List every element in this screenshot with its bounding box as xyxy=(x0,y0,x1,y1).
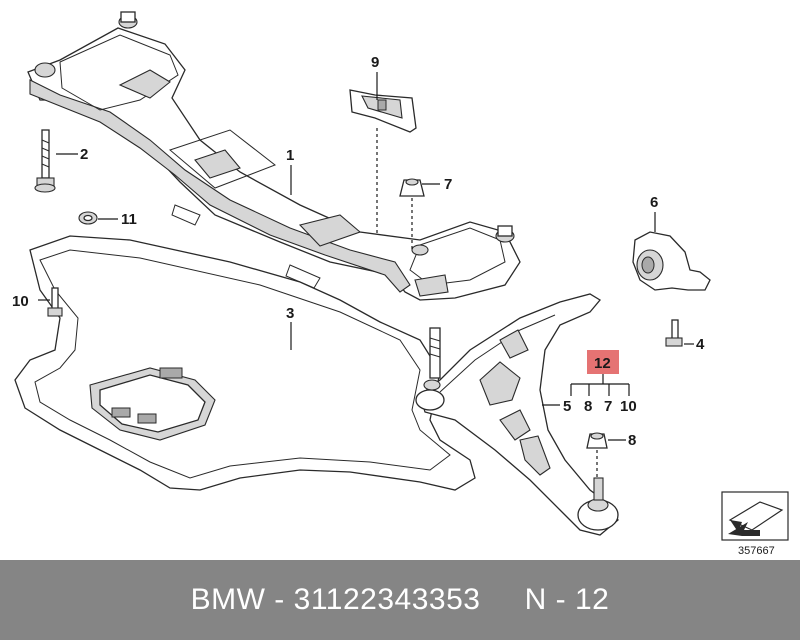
callout-12: 12 xyxy=(594,355,611,372)
parts-diagram: 1 2 3 4 5 6 7 7 8 8 9 10 10 11 12 357667 xyxy=(12,11,789,557)
callout-8-group: 8 xyxy=(584,398,592,415)
reinforcement-plate-part xyxy=(14,235,476,491)
callout-7-group: 7 xyxy=(604,398,612,415)
callout-9: 9 xyxy=(371,54,379,71)
callout-2: 2 xyxy=(80,146,88,163)
position-label: N - 12 xyxy=(524,583,610,616)
axle-carrier-part xyxy=(27,11,521,301)
washer-part-11 xyxy=(78,211,98,225)
highlight-box xyxy=(587,350,619,374)
control-arm-part xyxy=(415,293,619,536)
rubber-mount-part xyxy=(632,231,711,291)
callout-8: 8 xyxy=(628,432,636,449)
callout-10-group: 10 xyxy=(620,398,637,415)
orientation-arrow-icon xyxy=(721,491,789,541)
bolt-part-4 xyxy=(665,319,683,347)
brand-label: BMW xyxy=(190,583,266,616)
separator: - xyxy=(265,583,294,616)
callout-11: 11 xyxy=(121,211,137,228)
nut-part-7 xyxy=(399,178,425,197)
bracket-part-9 xyxy=(349,89,417,133)
callout-10: 10 xyxy=(12,293,29,310)
callout-labels: 1 2 3 4 5 6 7 7 8 8 9 10 10 11 12 xyxy=(12,54,705,449)
part-number: 31122343353 xyxy=(293,583,481,616)
callout-4: 4 xyxy=(696,336,705,353)
leader-lines xyxy=(38,72,694,478)
callout-3: 3 xyxy=(286,305,294,322)
callout-6: 6 xyxy=(650,194,658,211)
callout-5: 5 xyxy=(563,398,571,415)
nut-part-8 xyxy=(586,432,608,449)
stud-part xyxy=(429,327,441,379)
bolt-part-2 xyxy=(34,129,56,193)
bolt-part-10 xyxy=(47,287,63,317)
gap xyxy=(480,583,524,617)
reference-number: 357667 xyxy=(738,545,775,557)
callout-1: 1 xyxy=(286,147,294,164)
callout-7: 7 xyxy=(444,176,452,193)
footer-bar: BMW - 31122343353 N - 12 xyxy=(0,560,800,640)
